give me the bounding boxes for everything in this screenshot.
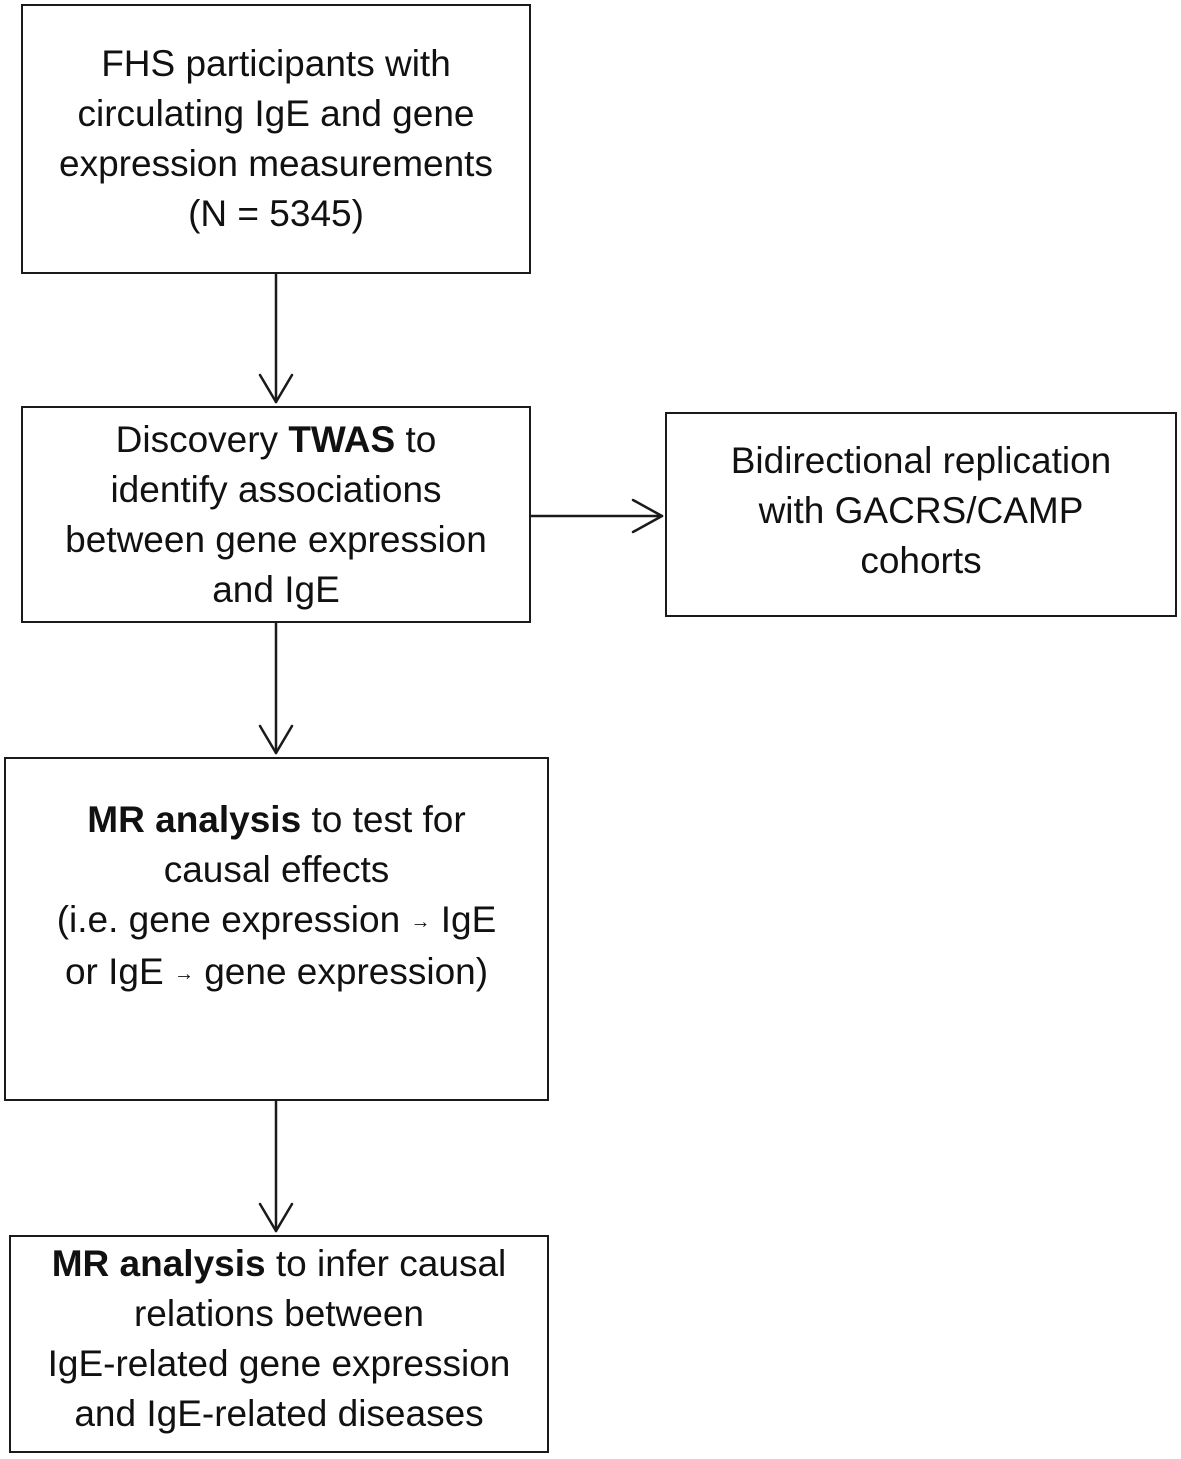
text-segment: to test for — [301, 798, 466, 840]
box-text-line: expression measurements — [59, 143, 493, 184]
arrow-twas-to-mr-causal — [258, 621, 294, 755]
box-text-line: and IgE-related diseases — [74, 1393, 484, 1434]
box-text-line: or IgE → gene expression) — [65, 947, 488, 999]
box-text-line: FHS participants with — [101, 43, 451, 84]
right-arrow-icon: → — [410, 911, 431, 933]
box-text-line: Discovery TWAS to — [116, 415, 437, 465]
box-text-line: identify associations — [110, 468, 442, 510]
box-text-line: causal effects — [163, 848, 390, 890]
box-text-line: (i.e. gene expression → IgE — [57, 895, 497, 947]
arrow-fhs-to-twas — [258, 272, 294, 404]
mr-disease-relations-box: MR analysis to infer causal relations be… — [9, 1235, 549, 1453]
arrow-twas-to-replication — [529, 498, 664, 534]
box-text-line: Bidirectional replication — [730, 440, 1112, 481]
box-text-line: with GACRS/CAMP — [758, 490, 1084, 531]
box-text-line: MR analysis to infer causal — [52, 1239, 507, 1289]
box-text-line: MR analysis to test for — [87, 795, 465, 845]
bold-term: MR analysis — [51, 1243, 266, 1284]
box-text-line: IgE-related gene expression — [47, 1343, 511, 1384]
box-text-line: between gene expression — [65, 518, 487, 560]
box-text-line: cohorts — [860, 540, 982, 581]
text-segment: to infer causal — [265, 1243, 507, 1284]
box-text-line: (N = 5345) — [188, 193, 364, 234]
right-arrow-icon: → — [173, 963, 194, 986]
mr-causal-effects-box: MR analysis to test for causal effects (… — [4, 757, 549, 1101]
text-segment: to — [395, 418, 437, 460]
text-segment: or IgE — [64, 951, 174, 992]
arrow-mr-causal-to-mr-disease — [258, 1099, 294, 1233]
discovery-twas-box: Discovery TWAS to identify associations … — [21, 406, 531, 623]
box-text-line: relations between — [133, 1293, 425, 1334]
bold-term: MR analysis — [87, 798, 302, 840]
box-text-line: circulating IgE and gene — [77, 93, 475, 134]
text-segment: IgE — [430, 898, 497, 940]
replication-box: Bidirectional replication with GACRS/CAM… — [665, 412, 1177, 617]
fhs-participants-box: FHS participants with circulating IgE an… — [21, 4, 531, 274]
box-text-line: and IgE — [212, 568, 340, 610]
text-segment: Discovery — [115, 418, 289, 460]
text-segment: gene expression) — [193, 951, 489, 992]
bold-term: TWAS — [288, 418, 396, 460]
text-segment: (i.e. gene expression — [56, 898, 411, 940]
